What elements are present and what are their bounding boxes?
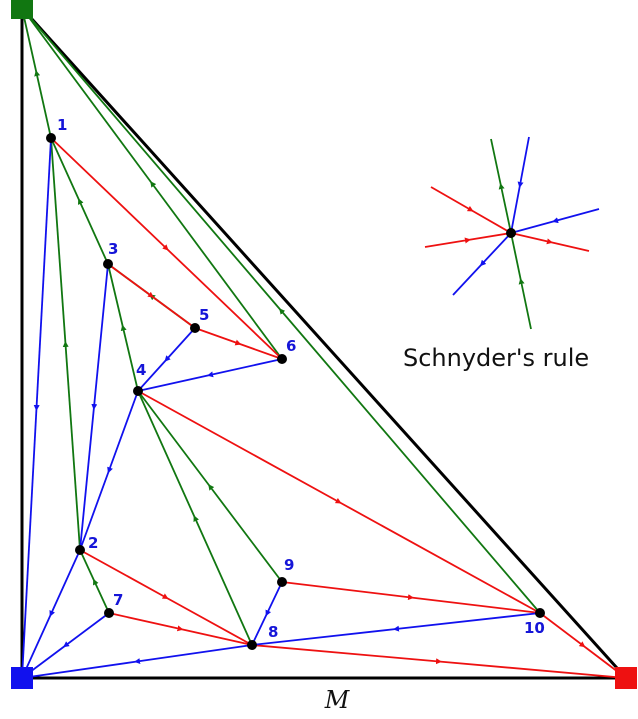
blue-edge-3-to-2 (79, 263, 109, 551)
outer-vertices (11, 0, 637, 689)
green-edge-2-to-1 (50, 137, 81, 551)
node-label-3: 3 (108, 240, 118, 258)
node-label-4: 4 (136, 361, 146, 379)
red-edge-1-to-6 (50, 137, 283, 360)
blue-edge-6-to-4 (137, 358, 283, 392)
blue-edge-1-to-B (21, 137, 52, 679)
green-edge-10-to-G (21, 7, 541, 614)
base-edge-label: M (324, 686, 351, 714)
inset-red-spoke-4 (510, 232, 590, 252)
inset-blue-spoke-5 (510, 136, 530, 234)
edges-layer (21, 7, 627, 679)
blue-edge-5-to-4 (137, 327, 196, 392)
node-label-8: 8 (268, 623, 278, 641)
red-edge-4-to-10 (137, 390, 541, 614)
inset-green-spoke-0 (490, 138, 512, 234)
node-label-1: 1 (57, 116, 67, 134)
node-label-9: 9 (284, 556, 294, 574)
green-edge-1-to-G (21, 7, 52, 139)
node-label-5: 5 (199, 306, 209, 324)
outer-vertex-blue (11, 667, 33, 689)
inset-blue-spoke-7 (452, 232, 512, 296)
green-edge-8-to-4 (137, 390, 253, 646)
green-edge-6-to-G (21, 7, 283, 360)
node-9 (277, 577, 287, 587)
node-6 (277, 354, 287, 364)
red-edge-5-to-6 (194, 327, 283, 360)
green-edge-7-to-2 (79, 549, 110, 614)
inset-green-spoke-1 (510, 232, 532, 330)
nodes-layer: 1 2 3 4 5 6 7 8 9 10 (46, 116, 545, 650)
node-label-6: 6 (286, 337, 296, 355)
red-edge-10-to-R (539, 612, 627, 679)
node-2 (75, 545, 85, 555)
blue-edge-10-to-8 (251, 612, 541, 646)
node-label-2: 2 (88, 534, 98, 552)
red-edge-8-to-R (251, 644, 627, 679)
inset-blue-spoke-6 (510, 208, 600, 234)
red-edge-7-to-8 (108, 612, 253, 646)
blue-edge-7-to-B (21, 612, 110, 679)
outer-vertex-green (11, 0, 33, 19)
outer-triangle-edge (20, 4, 630, 680)
red-edge-3-to-5 (107, 263, 196, 329)
node-8 (247, 640, 257, 650)
schnyder-rule-caption: Schnyder's rule (403, 344, 589, 372)
node-4 (133, 386, 143, 396)
inset-red-spoke-2 (430, 186, 512, 234)
inset-red-spoke-3 (424, 232, 512, 248)
blue-edge-2-to-B (21, 549, 81, 679)
node-3 (103, 259, 113, 269)
blue-edge-4-to-2 (79, 390, 139, 551)
red-edge-2-to-8 (79, 549, 253, 646)
outer-triangle (20, 4, 630, 680)
node-label-10: 10 (524, 619, 545, 637)
node-7 (104, 608, 114, 618)
node-label-7: 7 (113, 591, 123, 609)
schnyder-rule-inset (424, 136, 600, 330)
outer-vertex-red (615, 667, 637, 689)
green-edge-4-to-3 (107, 263, 139, 392)
node-10 (535, 608, 545, 618)
blue-edge-9-to-8 (251, 581, 283, 646)
green-edge-3-to-1 (50, 137, 109, 265)
node-1 (46, 133, 56, 143)
inset-center-node (506, 228, 516, 238)
red-edge-9-to-10 (281, 581, 541, 614)
green-edge-9-to-4 (137, 390, 283, 583)
blue-edge-8-to-B (21, 644, 253, 679)
node-5 (190, 323, 200, 333)
